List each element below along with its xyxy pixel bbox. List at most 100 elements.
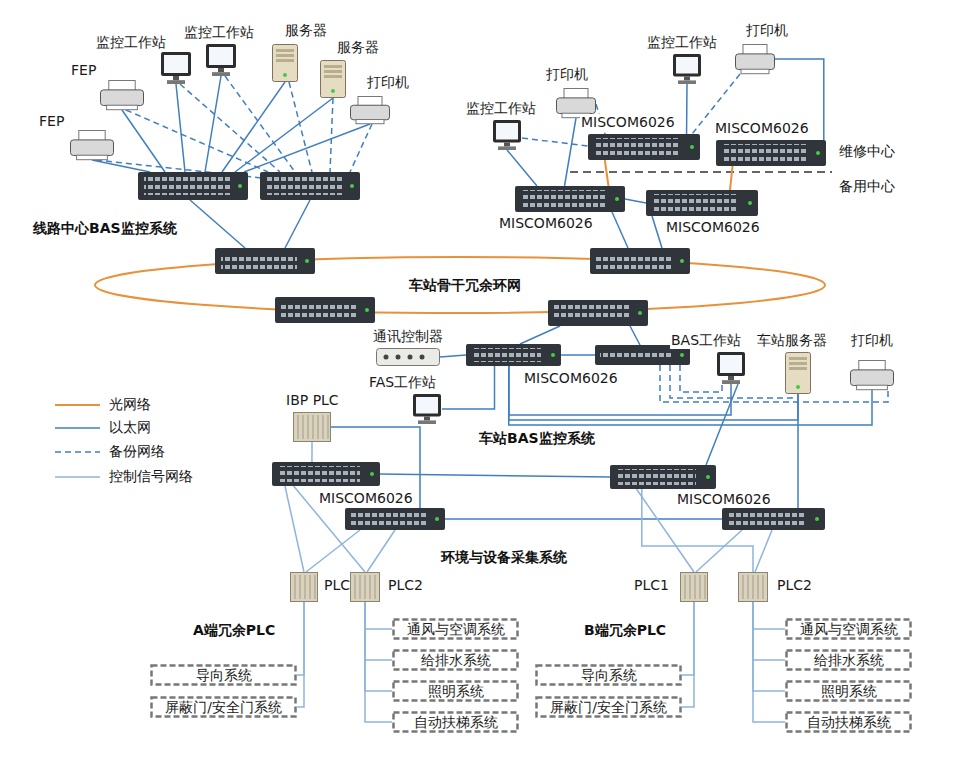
monitor-screen: [676, 57, 698, 74]
plc-module: [758, 575, 759, 599]
node-icon: [293, 412, 331, 442]
network-link: [365, 602, 392, 660]
server-case: [273, 45, 298, 82]
network-link: [625, 199, 646, 203]
plc-node: PLC1: [290, 572, 318, 602]
node-icon: [205, 44, 237, 76]
switch-body: [646, 190, 758, 216]
plc-module: [315, 575, 316, 599]
monitor-stand: [424, 417, 430, 421]
legend-sample: [55, 451, 100, 453]
subsystem-label: 给排水系统: [420, 652, 492, 669]
printer-tray: [77, 155, 108, 160]
network-link: [297, 602, 304, 707]
device-label: BAS工作站: [670, 332, 742, 349]
switch-body: [590, 248, 690, 274]
subsystem-box: 自动扶梯系统: [392, 711, 519, 733]
monitor-frame: [673, 54, 701, 77]
printer-body: [101, 90, 144, 106]
node-icon: [492, 120, 522, 150]
device-label: PLC2: [387, 577, 424, 594]
monitor-stand: [173, 76, 179, 80]
switch-led: [238, 184, 242, 188]
plc-module: [360, 575, 361, 599]
monitor-stand: [504, 143, 510, 147]
switch-body: [345, 508, 445, 530]
control-line: [696, 530, 742, 572]
subsystem-label: 导向系统: [580, 667, 638, 684]
switch-led: [435, 517, 439, 521]
subsystem-box: 给排水系统: [785, 649, 912, 671]
server-bay: [789, 362, 807, 365]
legend-sample: [55, 476, 100, 478]
switch-node: MISCOM6026: [466, 344, 561, 366]
switch-ports: [521, 190, 605, 208]
device-label: PLC1: [633, 577, 670, 594]
device-label: MISCOM6026: [523, 370, 619, 387]
subsystem-box: 自动扶梯系统: [785, 711, 912, 733]
legend-sample: [55, 404, 100, 406]
backup-line: [180, 84, 280, 172]
group-label: 车站BAS监控系统: [478, 430, 596, 447]
switch-led: [748, 201, 752, 205]
switch-led: [638, 311, 642, 315]
plc-cabinet: [291, 573, 318, 602]
node-icon: [320, 60, 346, 98]
device-label: 监控工作站: [95, 34, 167, 51]
node-icon: [272, 44, 298, 82]
switch-led: [370, 472, 374, 476]
controller-body: [377, 349, 440, 366]
switch-icon: [260, 172, 360, 200]
controller-port: [384, 355, 389, 360]
network-link: [509, 366, 798, 420]
monitor-base: [212, 72, 230, 76]
network-link: [311, 442, 313, 462]
group-label: 环境与设备采集系统: [440, 549, 568, 566]
device-label: IBP PLC: [285, 392, 340, 409]
switch-led: [815, 517, 819, 521]
switch-ports: [594, 138, 680, 156]
server-bay: [324, 70, 342, 73]
plc-module: [355, 575, 356, 599]
subsystem-outline: [787, 682, 911, 701]
legend-text: 以太网: [108, 419, 152, 436]
device-label: 打印机: [366, 74, 410, 91]
plc-module: [370, 575, 371, 599]
switch-body: [588, 134, 700, 160]
plc-cabinet: [351, 573, 380, 602]
plc-module: [705, 575, 706, 599]
device-label: 打印机: [545, 66, 589, 83]
monitor-screen: [209, 47, 233, 65]
switch-body: [260, 172, 360, 200]
network-link: [753, 602, 785, 629]
switch-body: [275, 297, 375, 323]
switch-ports: [266, 177, 342, 195]
monitor-base: [678, 80, 696, 84]
server-bay: [276, 49, 294, 52]
monitor-frame: [206, 44, 236, 68]
device-label: MISCOM6026: [676, 491, 772, 508]
switch-led: [680, 259, 684, 263]
plc-module: [303, 415, 304, 439]
server-bay: [789, 357, 807, 360]
subsystem-outline: [394, 713, 518, 732]
device-label: 打印机: [745, 22, 789, 39]
controller-port: [396, 355, 401, 360]
plc-module: [298, 415, 299, 439]
switch-icon: [215, 248, 315, 274]
subsystem-outline: [537, 666, 681, 685]
plc-cabinet: [294, 413, 331, 442]
device-label: 监控工作站: [465, 100, 537, 117]
network-link: [365, 602, 392, 691]
switch-icon: [548, 300, 648, 326]
switch-icon: [345, 508, 445, 530]
ethernet-line: [122, 110, 165, 172]
backup-line: [522, 138, 588, 146]
node-icon: [588, 134, 700, 160]
monitor-screen: [416, 397, 438, 414]
ethernet-line: [652, 216, 662, 248]
printer-node: FEP: [100, 80, 144, 110]
switch-body: [466, 344, 561, 366]
monitor-frame: [161, 52, 191, 76]
device-label: MISCOM6026: [498, 215, 594, 232]
